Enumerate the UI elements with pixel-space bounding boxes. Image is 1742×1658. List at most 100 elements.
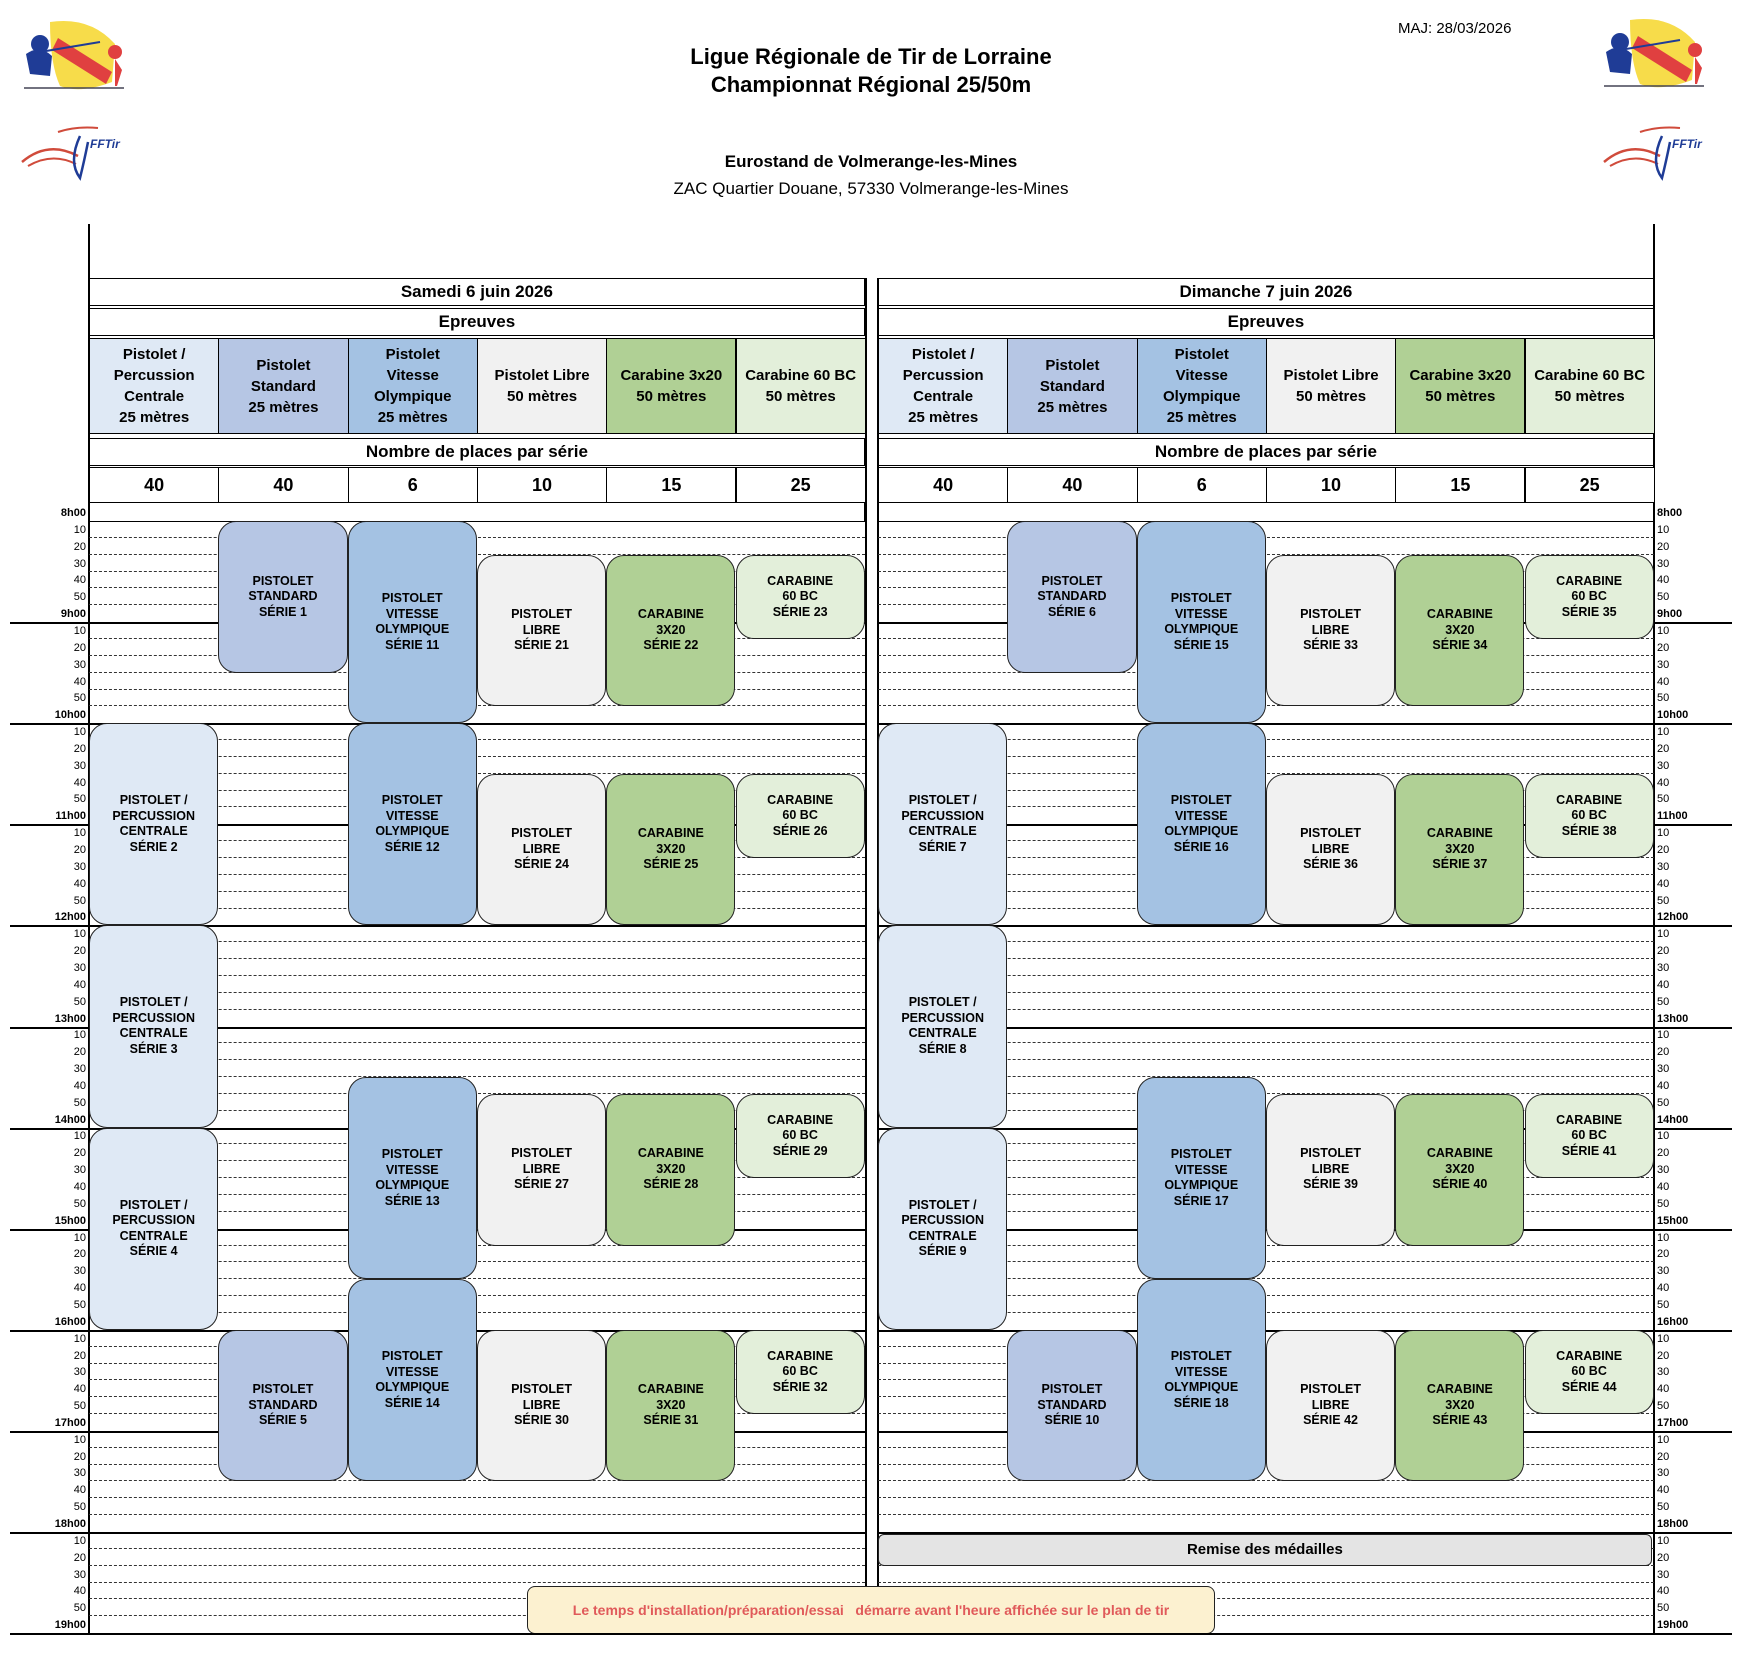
minute-label: 50 <box>1657 894 1670 907</box>
minute-label: 20 <box>1657 1147 1670 1160</box>
series-block[interactable]: PISTOLET STANDARD SÉRIE 6 <box>1007 521 1137 673</box>
minute-label: 20 <box>1657 540 1670 553</box>
minute-gridline <box>878 1076 1654 1078</box>
minute-label: 10 <box>1657 1332 1670 1345</box>
series-block[interactable]: PISTOLET VITESSE OLYMPIQUE SÉRIE 11 <box>347 521 477 724</box>
series-block[interactable]: PISTOLET / PERCUSSION CENTRALE SÉRIE 3 <box>89 925 219 1128</box>
places-count-c60: 25 <box>735 467 866 503</box>
series-block[interactable]: CARABINE 60 BC SÉRIE 32 <box>735 1329 865 1415</box>
minute-label: 50 <box>1657 692 1670 705</box>
series-block[interactable]: CARABINE 3X20 SÉRIE 28 <box>606 1093 736 1246</box>
hour-line <box>10 824 89 827</box>
series-block[interactable]: CARABINE 60 BC SÉRIE 35 <box>1524 554 1654 639</box>
hour-line <box>878 925 1654 928</box>
hour-line <box>10 1026 89 1029</box>
series-block[interactable]: PISTOLET VITESSE OLYMPIQUE SÉRIE 12 <box>347 723 477 926</box>
series-block[interactable]: PISTOLET / PERCUSSION CENTRALE SÉRIE 9 <box>878 1127 1008 1330</box>
minute-label: 40 <box>73 574 86 587</box>
hour-line <box>1654 1026 1732 1029</box>
hour-label: 16h00 <box>54 1315 86 1328</box>
series-block[interactable]: PISTOLET LIBRE SÉRIE 39 <box>1265 1093 1396 1246</box>
minute-label: 10 <box>73 726 86 739</box>
series-block[interactable]: PISTOLET LIBRE SÉRIE 42 <box>1265 1329 1396 1482</box>
series-block[interactable]: PISTOLET VITESSE OLYMPIQUE SÉRIE 13 <box>347 1077 477 1280</box>
lorraine-league-logo-left <box>20 14 130 99</box>
series-block[interactable]: CARABINE 3X20 SÉRIE 31 <box>606 1329 736 1482</box>
series-block[interactable]: CARABINE 60 BC SÉRIE 44 <box>1524 1329 1654 1415</box>
event-header-c60: Carabine 60 BC 50 mètres <box>735 338 866 434</box>
minute-gridline <box>89 1480 865 1482</box>
minute-gridline <box>89 1547 865 1549</box>
minute-label: 10 <box>1657 1029 1670 1042</box>
series-block[interactable]: PISTOLET LIBRE SÉRIE 30 <box>476 1329 607 1482</box>
minute-label: 30 <box>73 1164 86 1177</box>
minute-label: 20 <box>73 1147 86 1160</box>
minute-label: 20 <box>73 540 86 553</box>
hour-label: 8h00 <box>60 507 86 519</box>
series-block[interactable]: PISTOLET VITESSE OLYMPIQUE SÉRIE 18 <box>1136 1279 1266 1482</box>
series-block[interactable]: PISTOLET STANDARD SÉRIE 5 <box>218 1329 348 1482</box>
series-block[interactable]: PISTOLET STANDARD SÉRIE 10 <box>1007 1329 1137 1482</box>
series-block[interactable]: PISTOLET / PERCUSSION CENTRALE SÉRIE 2 <box>89 723 219 926</box>
series-block[interactable]: CARABINE 3X20 SÉRIE 40 <box>1395 1093 1525 1246</box>
minute-label: 10 <box>1657 726 1670 739</box>
minute-label: 20 <box>1657 1551 1670 1564</box>
hour-line <box>1654 1329 1732 1332</box>
minute-label: 30 <box>73 658 86 671</box>
series-block[interactable]: CARABINE 3X20 SÉRIE 37 <box>1395 773 1525 926</box>
minute-gridline <box>878 991 1654 993</box>
series-block[interactable]: PISTOLET LIBRE SÉRIE 21 <box>476 554 607 707</box>
hour-label: 10h00 <box>1657 709 1689 722</box>
series-block[interactable]: CARABINE 3X20 SÉRIE 22 <box>606 554 736 707</box>
hour-line <box>10 1329 89 1332</box>
hour-line <box>10 1127 89 1130</box>
setup-time-note: Le temps d'installation/préparation/essa… <box>527 1585 1215 1635</box>
minute-gridline <box>878 1042 1654 1044</box>
minute-gridline <box>89 1581 865 1583</box>
places-count-ppc: 40 <box>89 467 220 503</box>
updated-date: MAJ: 28/03/2026 <box>1398 20 1512 37</box>
hour-label: 11h00 <box>55 810 86 823</box>
fftir-logo-right: FFTir <box>1600 122 1710 197</box>
minute-gridline <box>878 1008 1654 1010</box>
series-block[interactable]: PISTOLET LIBRE SÉRIE 27 <box>476 1093 607 1246</box>
series-block[interactable]: PISTOLET VITESSE OLYMPIQUE SÉRIE 15 <box>1136 521 1266 724</box>
series-block[interactable]: PISTOLET VITESSE OLYMPIQUE SÉRIE 17 <box>1136 1077 1266 1280</box>
series-block[interactable]: PISTOLET LIBRE SÉRIE 33 <box>1265 554 1396 707</box>
series-block[interactable]: CARABINE 3X20 SÉRIE 25 <box>606 773 736 926</box>
minute-label: 10 <box>73 1534 86 1547</box>
hour-label: 13h00 <box>1657 1012 1689 1025</box>
left-axis-line <box>88 224 90 1634</box>
minute-label: 30 <box>1657 1467 1670 1480</box>
day-divider-left <box>865 278 867 1634</box>
epreuves-header: Epreuves <box>89 308 865 336</box>
hour-line <box>10 622 89 625</box>
series-block[interactable]: PISTOLET LIBRE SÉRIE 36 <box>1265 773 1396 926</box>
series-block[interactable]: PISTOLET STANDARD SÉRIE 1 <box>218 521 348 673</box>
series-block[interactable]: CARABINE 60 BC SÉRIE 26 <box>735 773 865 858</box>
series-block[interactable]: CARABINE 60 BC SÉRIE 38 <box>1524 773 1654 858</box>
minute-gridline <box>878 958 1654 960</box>
hour-line <box>1654 925 1732 928</box>
series-block[interactable]: CARABINE 3X20 SÉRIE 43 <box>1395 1329 1525 1482</box>
hour-label: 14h00 <box>1657 1113 1689 1126</box>
series-block[interactable]: CARABINE 60 BC SÉRIE 29 <box>735 1093 865 1179</box>
event-header-ppc: Pistolet / Percussion Centrale 25 mètres <box>878 338 1009 434</box>
series-block[interactable]: PISTOLET VITESSE OLYMPIQUE SÉRIE 16 <box>1136 723 1266 926</box>
minute-label: 40 <box>1657 675 1670 688</box>
series-block[interactable]: CARABINE 60 BC SÉRIE 41 <box>1524 1093 1654 1179</box>
minute-label: 10 <box>73 928 86 941</box>
page-title: Ligue Régionale de Tir de Lorraine <box>690 44 1052 69</box>
minute-label: 20 <box>1657 1349 1670 1362</box>
series-block[interactable]: PISTOLET LIBRE SÉRIE 24 <box>476 773 607 926</box>
series-block[interactable]: PISTOLET / PERCUSSION CENTRALE SÉRIE 8 <box>878 925 1008 1128</box>
hour-line <box>1654 723 1732 726</box>
series-block[interactable]: CARABINE 60 BC SÉRIE 23 <box>735 554 865 639</box>
series-block[interactable]: PISTOLET / PERCUSSION CENTRALE SÉRIE 4 <box>89 1127 219 1330</box>
minute-label: 50 <box>73 894 86 907</box>
series-block[interactable]: CARABINE 3X20 SÉRIE 34 <box>1395 554 1525 707</box>
minute-gridline <box>89 1244 865 1246</box>
page-subtitle: Championnat Régional 25/50m <box>710 72 1032 97</box>
series-block[interactable]: PISTOLET / PERCUSSION CENTRALE SÉRIE 7 <box>878 723 1008 926</box>
series-block[interactable]: PISTOLET VITESSE OLYMPIQUE SÉRIE 14 <box>347 1279 477 1482</box>
